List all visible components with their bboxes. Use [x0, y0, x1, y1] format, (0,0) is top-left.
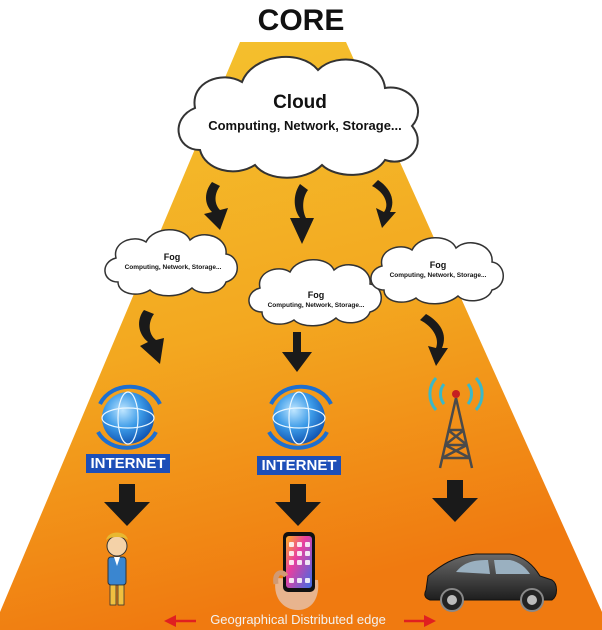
person-icon — [106, 532, 128, 606]
fog-node-left-title: Fog — [163, 252, 181, 262]
fog-cloud-shape-middle — [248, 259, 382, 327]
left-arrow-icon — [164, 615, 176, 627]
straight-arrow-icon — [282, 332, 312, 372]
fog-to-access-arrows — [139, 310, 448, 372]
fog-node-right-title: Fog — [429, 260, 447, 270]
fog-node-right-subtitle: Computing, Network, Storage... — [389, 272, 487, 279]
edge-span-arrows — [164, 615, 436, 627]
fog-node-middle-title: Fog — [307, 290, 325, 300]
right-arrow-icon — [424, 615, 436, 627]
fog-node-left-subtitle: Computing, Network, Storage... — [124, 264, 222, 271]
fog-cloud-shape-right — [370, 237, 504, 305]
main-cloud-title: Cloud — [273, 92, 327, 113]
main-cloud-subtitle: Computing, Network, Storage... — [208, 118, 402, 133]
curved-arrow-icon — [420, 314, 448, 366]
fog-cloud-shape-left — [104, 229, 238, 297]
curved-arrow-icon — [290, 184, 314, 244]
core-label: CORE — [257, 4, 345, 37]
access-to-device-arrows — [104, 480, 478, 526]
car-icon — [424, 553, 557, 612]
internet-label-left: INTERNET — [86, 454, 170, 473]
main-cloud-shape — [177, 56, 419, 179]
down-arrow-icon — [275, 484, 321, 526]
fog-node-middle-subtitle: Computing, Network, Storage... — [267, 302, 365, 309]
cell-tower-icon — [428, 377, 484, 469]
edge-label: Geographical Distributed edge — [210, 612, 386, 627]
curved-arrow-icon — [372, 180, 396, 228]
internet-label-middle: INTERNET — [257, 456, 341, 475]
internet-globe-icon — [96, 384, 162, 450]
down-arrow-icon — [104, 484, 150, 526]
curved-arrow-icon — [204, 182, 228, 230]
down-arrow-icon — [432, 480, 478, 522]
internet-globe-icon — [267, 384, 333, 450]
cloud-to-fog-arrows — [204, 180, 396, 244]
curved-arrow-icon — [139, 310, 164, 364]
smartphone-icon — [273, 532, 319, 610]
